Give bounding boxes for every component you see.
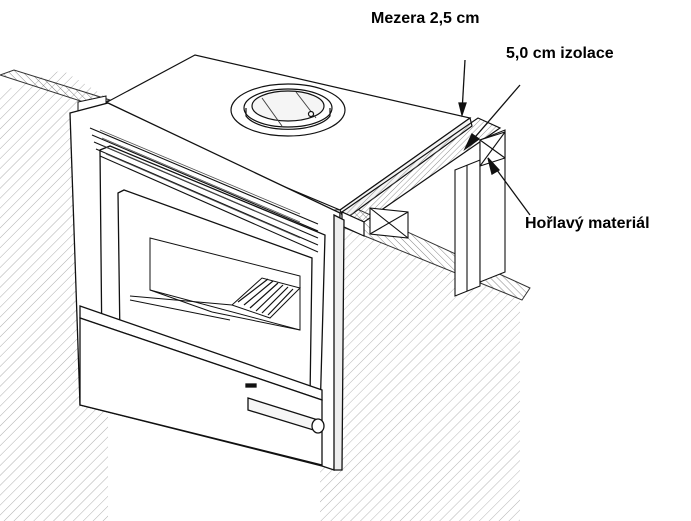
flue-collar [230, 83, 346, 137]
insulation-label: 5,0 cm izolace [506, 45, 614, 62]
gap-label: Mezera 2,5 cm [371, 10, 480, 27]
firebox-interior [129, 237, 301, 331]
combustible-leader-line [493, 165, 531, 216]
combustible-studs [369, 129, 506, 297]
insulation-leader-arrow [463, 133, 481, 151]
insulation-leader-line [469, 84, 521, 144]
gap-leader-arrow [458, 102, 467, 118]
callout-leaders [458, 59, 531, 216]
combustible-material-label: Hořlavý materiál [525, 215, 650, 232]
combustible-leader-arrow [487, 157, 501, 175]
